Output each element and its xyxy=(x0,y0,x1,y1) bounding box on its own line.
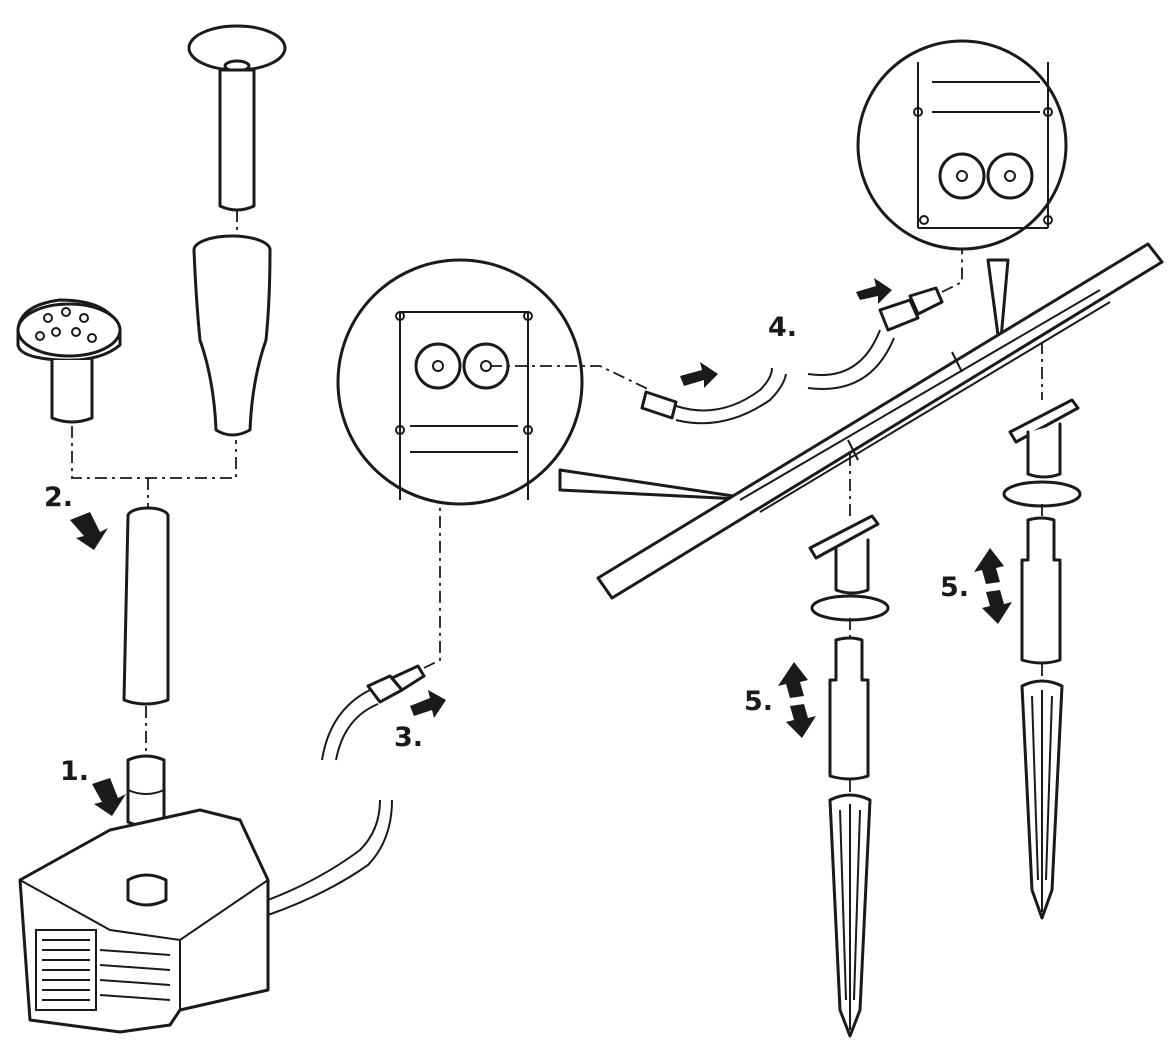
foam-jet-nozzle xyxy=(192,234,272,437)
step-label-3: 3. xyxy=(394,722,424,753)
spray-head xyxy=(16,298,122,424)
cable-connector-3 xyxy=(321,664,426,761)
cable-connector-4b xyxy=(807,286,944,390)
extension-tube xyxy=(122,506,170,706)
step-label-2: 2. xyxy=(44,482,74,513)
stake-assembly-a xyxy=(808,514,890,1038)
arrow-down-icon xyxy=(786,704,816,738)
arrow-right-icon xyxy=(410,690,446,718)
step-label-5b: 5. xyxy=(940,572,970,603)
arrow-right-icon xyxy=(680,362,718,388)
solar-panel xyxy=(596,242,1164,600)
step-label-4: 4. xyxy=(768,312,798,343)
cable-connector-4a xyxy=(640,367,787,425)
adapter-piece xyxy=(126,754,166,828)
arrow-down-icon xyxy=(70,512,108,550)
magnifier-circle-left xyxy=(336,258,762,506)
step-label-1: 1. xyxy=(60,756,90,787)
arrow-down-icon xyxy=(982,590,1012,624)
pump-body xyxy=(18,799,393,1034)
magnifier-circle-right xyxy=(856,39,1068,352)
arrow-down-icon xyxy=(92,778,126,816)
arrow-up-icon xyxy=(778,662,808,698)
stake-assembly-b xyxy=(1002,398,1082,920)
bell-nozzle xyxy=(187,24,287,212)
arrow-up-icon xyxy=(974,548,1004,584)
arrow-right-icon xyxy=(856,278,892,304)
step-label-5a: 5. xyxy=(744,686,774,717)
